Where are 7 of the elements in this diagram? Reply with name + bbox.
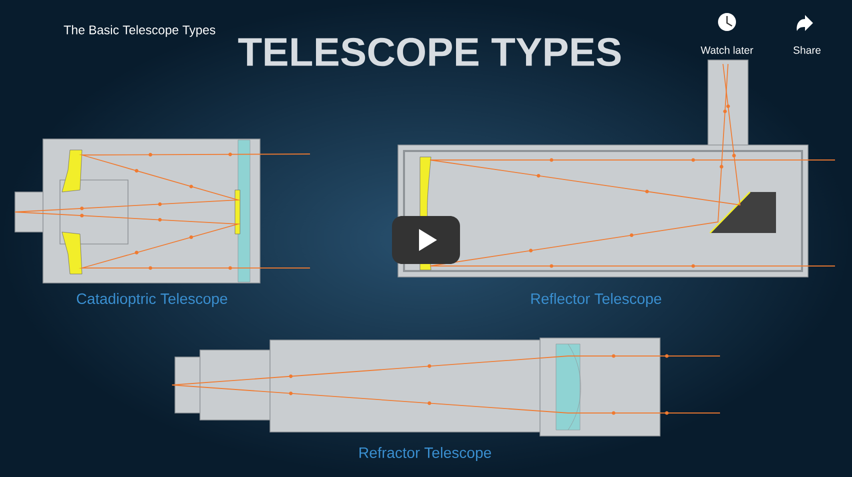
share-label: Share [793, 46, 821, 54]
video-title: The Basic Telescope Types [64, 25, 216, 37]
caption: Refractor Telescope [360, 447, 492, 461]
caption: Catadioptric Telescope [76, 293, 228, 307]
watch-later-label: Watch later [700, 46, 754, 54]
caption: Reflector Telescope [531, 293, 662, 307]
heading: TELESCOPE TYPES [238, 38, 621, 66]
